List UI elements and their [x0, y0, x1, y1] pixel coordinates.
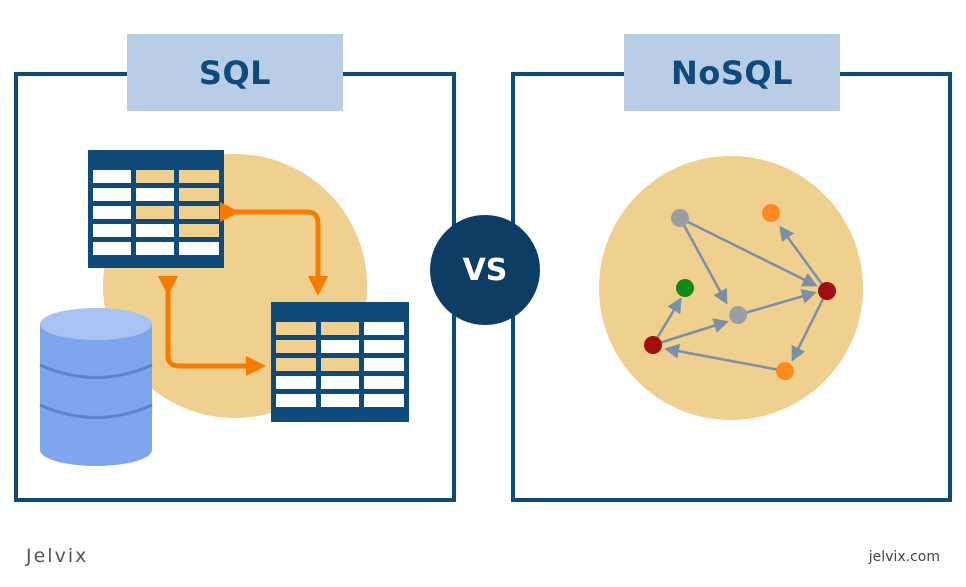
node-orange-top — [762, 204, 780, 222]
vs-badge: VS — [430, 215, 540, 325]
arrow-top-to-bottom-table — [220, 202, 328, 296]
node-red-left — [644, 336, 662, 354]
node-green — [676, 279, 694, 297]
node-grey-top — [671, 209, 689, 227]
site-url: jelvix.com — [868, 549, 940, 565]
node-red-right — [818, 282, 836, 300]
node-orange-bottom — [776, 362, 794, 380]
arrow-bottom-to-top-table — [158, 276, 266, 376]
node-grey-center — [729, 306, 747, 324]
sql-table-bottom — [271, 302, 409, 422]
database-icon — [39, 308, 153, 466]
nosql-graph-edges — [651, 216, 829, 373]
nosql-title: NoSQL — [624, 34, 840, 111]
sql-title: SQL — [127, 34, 343, 111]
nosql-graph-nodes — [644, 204, 836, 380]
brand-logo: Jelvix — [26, 545, 89, 567]
sql-table-top — [88, 150, 224, 268]
